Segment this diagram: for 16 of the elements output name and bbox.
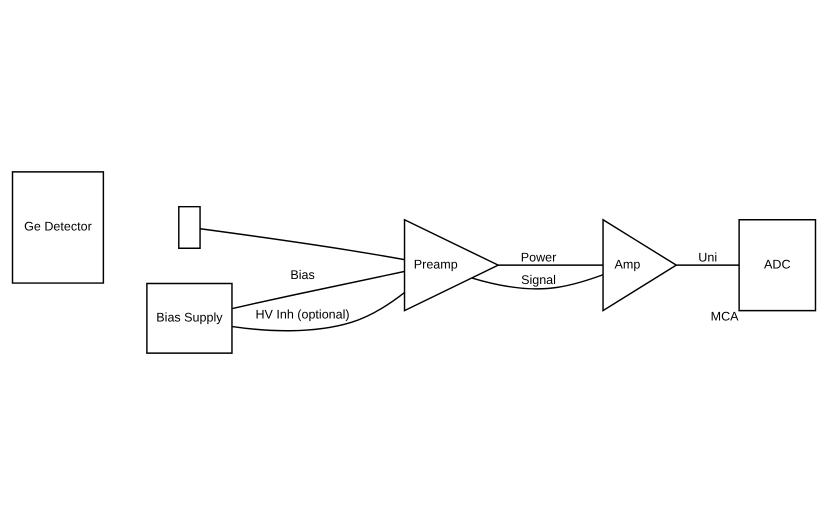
connector [200,228,405,260]
node-box: ADC [738,219,816,312]
edge-label: Signal [521,272,556,287]
connector [232,270,404,310]
edge-label: Uni [698,250,718,265]
node-box: Bias Supply [146,282,233,354]
edge-label: Power [520,250,556,265]
connector [232,292,405,332]
connector [498,264,603,266]
node-bar [178,206,201,249]
connector [472,274,604,290]
edge-label: Bias [290,268,315,282]
edge-label: HV Inh (optional) [255,308,350,322]
connector [676,264,739,266]
node-label: MCA [710,310,739,324]
node-box: Ge Detector [12,171,104,284]
